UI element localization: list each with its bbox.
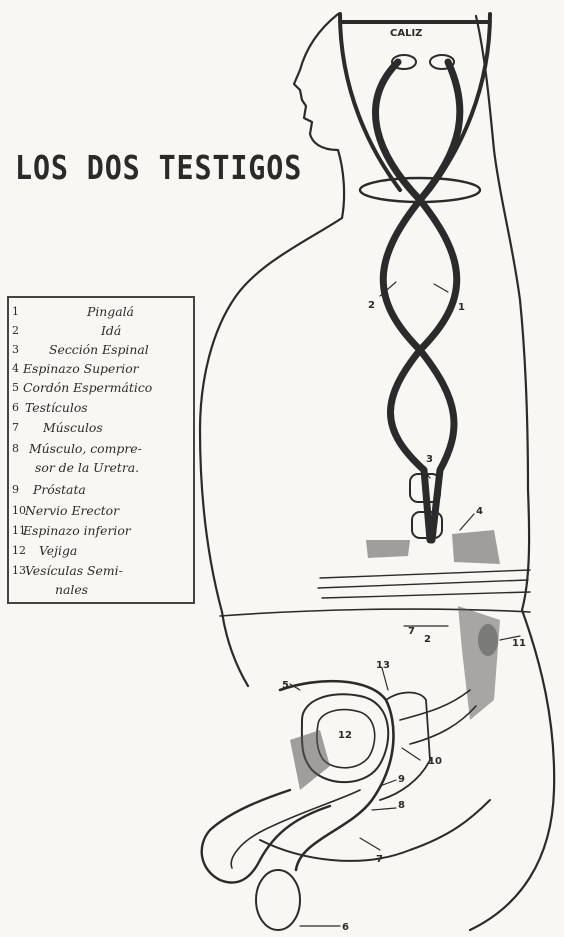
testicle bbox=[256, 870, 300, 930]
figure-label-4: 4 bbox=[476, 506, 483, 517]
body-outline bbox=[200, 14, 344, 686]
pubic-bone bbox=[290, 730, 330, 790]
figure-label-12: 12 bbox=[338, 730, 352, 741]
figure-label-6: 6 bbox=[342, 922, 349, 933]
figure-label-2: 2 bbox=[368, 300, 375, 311]
figure-label-5: 5 bbox=[282, 680, 289, 691]
figure-label-10: 10 bbox=[428, 756, 442, 767]
coccyx-bone bbox=[478, 624, 498, 656]
chalice-outline bbox=[340, 14, 490, 190]
figure-label-7-upper: 7 bbox=[408, 626, 415, 637]
figure-label-8: 8 bbox=[398, 800, 405, 811]
penis-outline bbox=[202, 790, 330, 883]
figure-label-11: 11 bbox=[512, 638, 526, 649]
chalice-label: CALIZ bbox=[390, 28, 422, 39]
figure-label-9: 9 bbox=[398, 774, 405, 785]
back-outline bbox=[470, 16, 554, 930]
erector-nerve bbox=[400, 690, 476, 744]
figure-label-3: 3 bbox=[426, 454, 433, 465]
figure-label-2-lower: 2 bbox=[424, 634, 431, 645]
spine-band bbox=[318, 570, 530, 598]
hatched-block-right bbox=[452, 530, 500, 564]
urethra bbox=[231, 790, 360, 868]
lower-body-curve bbox=[260, 800, 490, 861]
hatched-block-left bbox=[366, 540, 410, 558]
figure-label-13: 13 bbox=[376, 660, 390, 671]
figure-label-1: 1 bbox=[458, 302, 465, 313]
lower-spine-block bbox=[458, 606, 500, 720]
figure-label-7: 7 bbox=[376, 854, 383, 865]
leader-lines bbox=[290, 282, 520, 926]
